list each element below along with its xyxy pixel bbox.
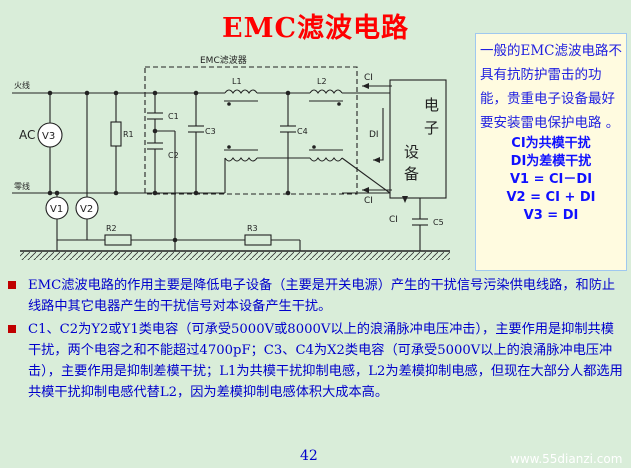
note-line-v1: V1 = CI－DI	[509, 172, 593, 187]
voltmeter-v3	[37, 122, 63, 148]
device-box	[389, 79, 447, 199]
capacitor-c3-label: C3	[205, 127, 216, 136]
source-label: AC	[19, 128, 35, 142]
ci-bottom-label: CI	[364, 196, 373, 206]
resistor-r2	[104, 234, 132, 246]
voltmeter-v2-label: V2	[80, 204, 93, 215]
page-number: 42	[300, 448, 318, 464]
note-line-v2: V2 = CI + DI	[506, 190, 596, 205]
capacitor-c4-label: C4	[297, 127, 308, 136]
ci-ground-label: CI	[389, 215, 398, 225]
resistor-r3	[244, 234, 272, 246]
bullet-marker	[8, 281, 16, 289]
device-label: 电子设备	[404, 96, 439, 183]
lightning-protection-note: 一般的EMC滤波电路不具有抗防护雷击的功能，贵重电子设备最好要安装雷电保护电路 …	[475, 33, 627, 271]
inductor-l1-top	[224, 89, 258, 94]
device-label-char: 备	[404, 165, 419, 183]
live-wire-label: 火线	[14, 80, 30, 90]
bullet-item: C1、C2为Y2或Y1类电容（可承受5000V或8000V以上的浪涌脉冲电压冲击…	[6, 319, 626, 403]
resistor-r1	[110, 121, 122, 147]
capacitor-c5-label: C5	[433, 218, 444, 227]
voltmeter-v1	[45, 196, 69, 220]
note-line-ci: CI为共模干扰	[511, 136, 591, 151]
bullet-item: EMC滤波电路的作用主要是降低电子设备（主要是开关电源）产生的干扰信号污染供电线…	[6, 275, 626, 317]
resistor-r1-label: R1	[123, 130, 134, 139]
inductor-l1-label: L1	[232, 77, 242, 86]
resistor-r2-label: R2	[106, 224, 117, 233]
device-label-char: 设	[404, 143, 419, 161]
voltmeter-v1-label: V1	[50, 204, 63, 215]
bullet-list: EMC滤波电路的作用主要是降低电子设备（主要是开关电源）产生的干扰信号污染供电线…	[6, 275, 626, 405]
voltmeter-v2	[75, 196, 99, 220]
note-intro: 一般的EMC滤波电路不具有抗防护雷击的功能，贵重电子设备最好要安装雷电保护电路 …	[480, 43, 623, 131]
capacitor-c1-label: C1	[168, 112, 179, 121]
neutral-wire-label: 零线	[14, 181, 30, 191]
inductor-l2-label: L2	[317, 77, 327, 86]
device-label-char: 子	[424, 119, 439, 137]
inductor-l2-bottom	[309, 157, 343, 162]
inductor-l2-top	[309, 89, 343, 94]
inductor-l1-bottom	[224, 157, 258, 162]
device-label-char: 电	[424, 96, 439, 114]
bullet-marker	[8, 325, 16, 333]
note-line-v3: V3 = DI	[523, 208, 579, 223]
site-watermark: www.55dianzi.com	[510, 452, 623, 466]
filter-box	[144, 66, 358, 195]
bullet-text: C1、C2为Y2或Y1类电容（可承受5000V或8000V以上的浪涌脉冲电压冲击…	[28, 322, 623, 400]
ci-top-label: CI	[364, 73, 373, 83]
note-line-di: DI为差模干扰	[510, 154, 592, 169]
di-label: DI	[369, 130, 379, 140]
circuit-diagram: EMC滤波器 火线 零线 AC V3 V1 V2 R1 R2 R3 C1 C2 …	[12, 54, 450, 260]
bullet-text: EMC滤波电路的作用主要是降低电子设备（主要是开关电源）产生的干扰信号污染供电线…	[28, 278, 616, 314]
capacitor-c2-label: C2	[168, 151, 179, 160]
filter-box-label: EMC滤波器	[200, 54, 247, 66]
slide-title: EMC滤波电路	[222, 13, 409, 44]
resistor-r3-label: R3	[247, 224, 258, 233]
voltmeter-v3-label: V3	[42, 131, 55, 142]
